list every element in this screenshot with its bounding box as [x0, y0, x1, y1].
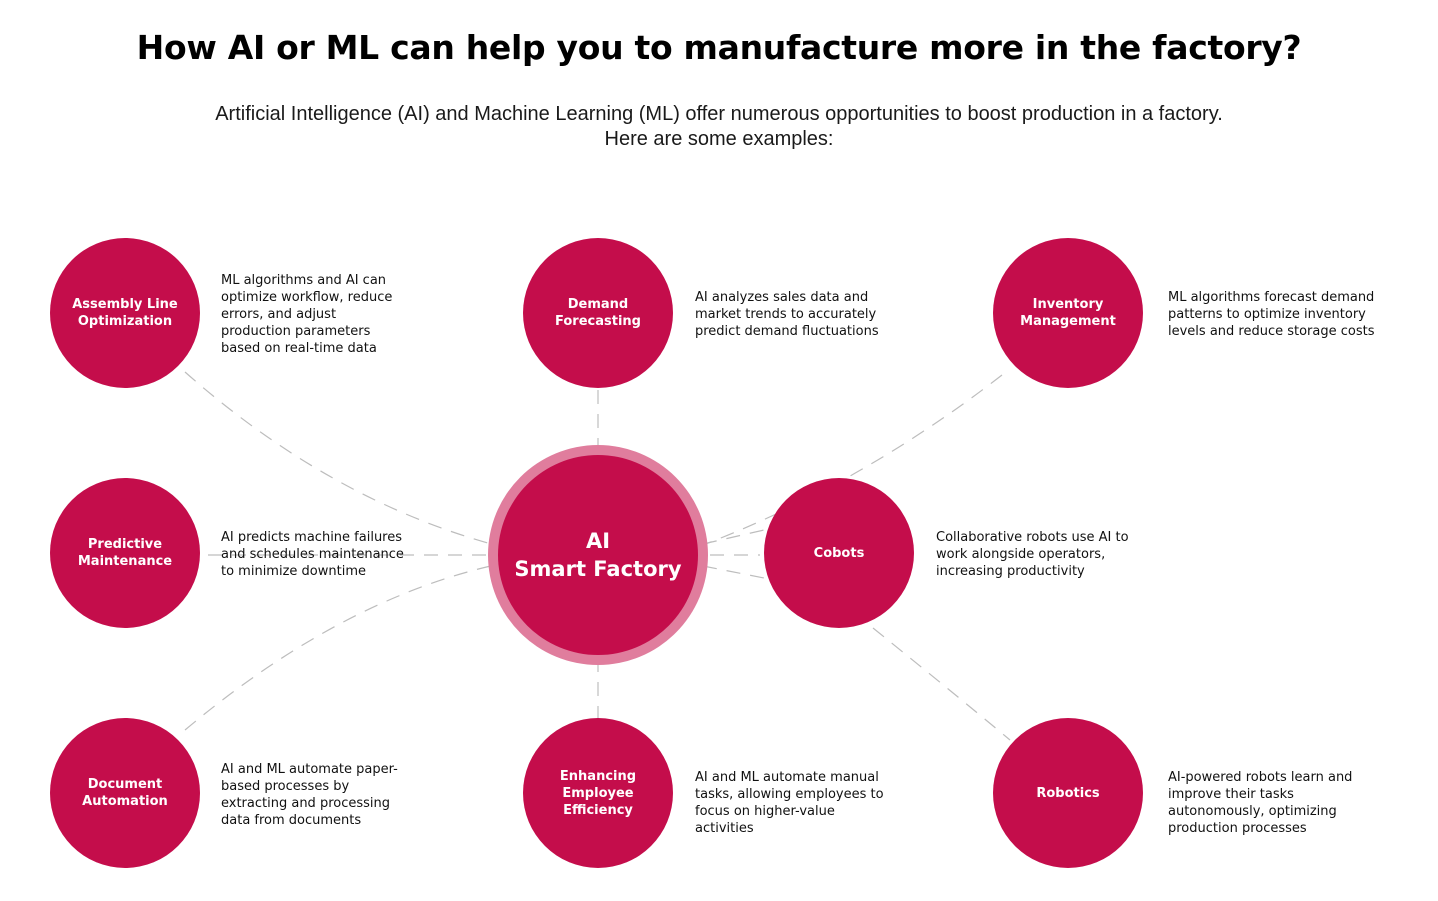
- connector-robotics: [872, 627, 1011, 741]
- page-title: How AI or ML can help you to manufacture…: [136, 28, 1302, 67]
- description-inventory-management: ML algorithms forecast demand patterns t…: [1168, 290, 1375, 339]
- node-demand-forecasting: Demand Forecasting: [523, 238, 673, 388]
- node-label: Demand Forecasting: [555, 297, 641, 329]
- node-robotics: Robotics: [993, 718, 1143, 868]
- center-label-line-2: Smart Factory: [514, 557, 682, 581]
- connector-inventory: [702, 374, 1003, 546]
- description-assembly-line-optimization: ML algorithms and AI can optimize workfl…: [221, 273, 393, 356]
- node-enhancing-employee-efficiency: Enhancing Employee Efficiency: [523, 718, 673, 868]
- description-enhancing-employee-efficiency: AI and ML automate manual tasks, allowin…: [695, 770, 884, 836]
- node-cobots: Cobots: [764, 478, 914, 628]
- connector-assembly: [184, 371, 496, 546]
- node-predictive-maintenance: Predictive Maintenance: [50, 478, 200, 628]
- node-label: Robotics: [1036, 785, 1100, 801]
- center-label-line-1: AI: [585, 529, 611, 553]
- description-document-automation: AI and ML automate paper-based processes…: [221, 762, 398, 828]
- page-subtitle: Artificial Intelligence (AI) and Machine…: [150, 102, 1288, 152]
- node-label: Assembly Line Optimization: [72, 297, 178, 329]
- node-assembly-line-optimization: Assembly Line Optimization: [50, 238, 200, 388]
- subtitle-line-1: Artificial Intelligence (AI) and Machine…: [215, 103, 1223, 125]
- node-label: Enhancing Employee Efficiency: [559, 768, 637, 818]
- center-node-ai-smart-factory: AI Smart Factory: [498, 455, 698, 655]
- connector-cobots-lower: [702, 565, 765, 579]
- center-label: AI Smart Factory: [503, 527, 693, 583]
- subtitle-line-2: Here are some examples:: [604, 128, 834, 150]
- connector-document: [184, 564, 496, 731]
- description-cobots: Collaborative robots use AI to work alon…: [936, 530, 1129, 579]
- description-predictive-maintenance: AI predicts machine failures and schedul…: [221, 530, 404, 579]
- connector-cobots-upper: [702, 529, 765, 545]
- description-robotics: AI-powered robots learn and improve thei…: [1168, 770, 1353, 836]
- node-label: Predictive Maintenance: [77, 537, 173, 569]
- description-demand-forecasting: AI analyzes sales data and market trends…: [695, 290, 879, 339]
- node-label: Inventory Management: [1020, 297, 1116, 329]
- node-label: Cobots: [813, 545, 865, 561]
- node-document-automation: Document Automation: [50, 718, 200, 868]
- node-label: Document Automation: [82, 777, 168, 809]
- node-inventory-management: Inventory Management: [993, 238, 1143, 388]
